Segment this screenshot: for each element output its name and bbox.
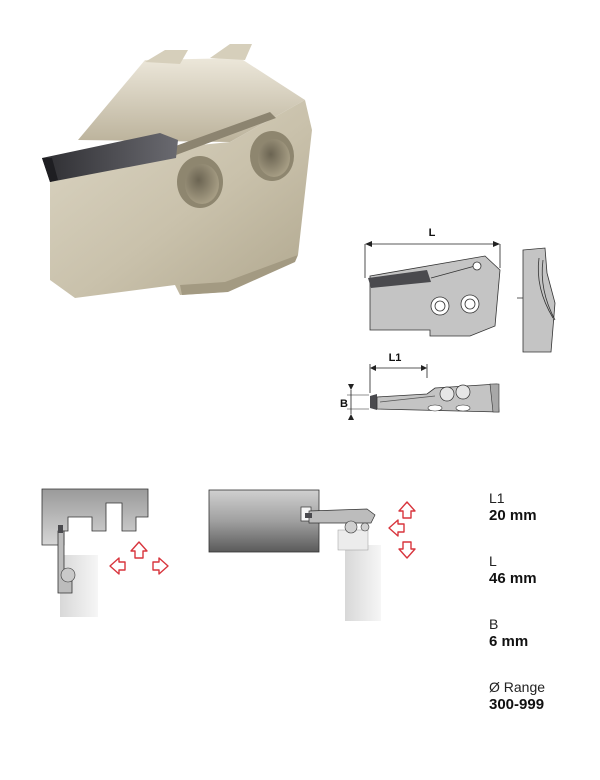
- spec-l1: L1 20 mm: [489, 490, 537, 525]
- spec-value: 6 mm: [489, 633, 529, 650]
- dim-label-L1: L1: [389, 352, 402, 364]
- dimension-drawing: L L1 B: [335, 218, 565, 428]
- spec-label: Ø Range: [489, 679, 546, 695]
- spec-label: L1: [489, 490, 505, 506]
- spec-diameter-range: Ø Range 300-999: [489, 679, 545, 714]
- usage-schematic-parting: [205, 485, 390, 625]
- dim-label-B: B: [340, 398, 348, 410]
- feed-direction-arrows-face: [108, 540, 170, 576]
- spec-value: 46 mm: [489, 570, 537, 587]
- spec-value: 300-999: [489, 696, 545, 713]
- feed-direction-arrows-parting: [387, 500, 423, 560]
- dim-label-L: L: [429, 227, 436, 239]
- spec-label: L: [489, 553, 497, 569]
- usage-schematic-face: [38, 485, 178, 625]
- spec-label: B: [489, 616, 499, 632]
- spec-b: B 6 mm: [489, 616, 528, 651]
- spec-value: 20 mm: [489, 507, 537, 524]
- product-photo: [30, 30, 330, 320]
- spec-l: L 46 mm: [489, 553, 537, 588]
